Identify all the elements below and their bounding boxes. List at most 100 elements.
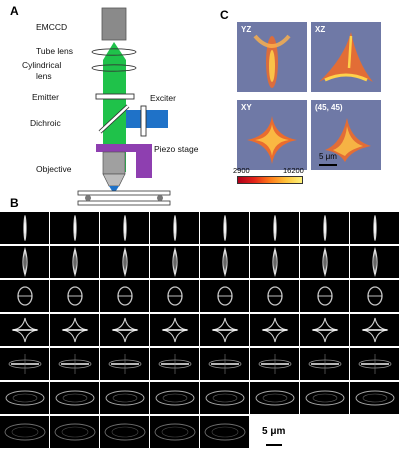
label-piezo-stage: Piezo stage [154, 144, 198, 154]
psf-image [100, 382, 149, 414]
psf-image [300, 314, 349, 346]
label-emccd: EMCCD [36, 22, 67, 32]
colorbar-min: 2900 [233, 166, 250, 175]
psf-image [50, 212, 99, 244]
psf-image [150, 212, 199, 244]
colorbar-max: 16200 [283, 166, 304, 175]
exciter-filter [141, 106, 146, 136]
panel-label-b: B [10, 196, 19, 210]
psf-image [350, 280, 399, 312]
grid-cell [0, 280, 49, 312]
grid-cell [150, 246, 199, 278]
panel-label-c: C [220, 8, 229, 22]
projection-label: XY [241, 103, 252, 112]
grid-cell [200, 382, 249, 414]
label-tube-lens: Tube lens [36, 46, 73, 56]
grid-cell [50, 280, 99, 312]
psf-image [250, 348, 299, 380]
psf-image [350, 314, 399, 346]
psf-image [150, 246, 199, 278]
grid-cell [150, 212, 199, 244]
projection-scale-bar-label: 5 μm [319, 152, 337, 161]
psf-image [350, 382, 399, 414]
projection-label: (45, 45) [315, 103, 343, 112]
grid-cell [200, 416, 249, 448]
grid-cell [300, 314, 349, 346]
grid-cell [250, 280, 299, 312]
sample-slide-bottom [78, 201, 170, 205]
grid-cell [300, 246, 349, 278]
grid-cell [100, 382, 149, 414]
psf-image [0, 246, 49, 278]
psf-image [200, 416, 249, 448]
psf-image [250, 246, 299, 278]
grid-cell [0, 212, 49, 244]
grid-cell [250, 348, 299, 380]
grid-cell [150, 314, 199, 346]
psf-image [0, 348, 49, 380]
label-objective: Objective [36, 164, 71, 174]
grid-cell [250, 212, 299, 244]
grid-cell [350, 348, 399, 380]
projection-scale-bar-line [319, 164, 337, 166]
psf-image [300, 246, 349, 278]
grid-cell [350, 212, 399, 244]
projection-yz: YZ [237, 22, 307, 92]
psf-image [100, 212, 149, 244]
psf-image [50, 246, 99, 278]
psf-image [150, 382, 199, 414]
grid-cell [300, 382, 349, 414]
grid-cell [50, 212, 99, 244]
grid-cell [300, 348, 349, 380]
grid-cell [50, 382, 99, 414]
psf-image [200, 280, 249, 312]
psf-image [200, 212, 249, 244]
psf-image [150, 314, 199, 346]
grid-cell [50, 416, 99, 448]
grid-cell [100, 280, 149, 312]
psf-image [0, 212, 49, 244]
psf-image [200, 246, 249, 278]
psf-image [250, 314, 299, 346]
spacer-left [85, 195, 91, 201]
optical-setup-diagram [0, 0, 220, 210]
piezo-stage-leg [136, 144, 152, 178]
psf-image [100, 416, 149, 448]
psf-image [300, 280, 349, 312]
grid-cell [100, 246, 149, 278]
projection-label: XZ [315, 25, 325, 34]
psf-image [50, 314, 99, 346]
grid-cell [150, 416, 199, 448]
grid-cell [350, 246, 399, 278]
emccd-camera [102, 8, 126, 40]
psf-image [300, 382, 349, 414]
projection-xy: XY [237, 100, 307, 170]
projection-label: YZ [241, 25, 251, 34]
grid-cell [350, 382, 399, 414]
grid-cell [0, 382, 49, 414]
grid-cell [250, 246, 299, 278]
spacer-right [157, 195, 163, 201]
grid-cell [250, 314, 299, 346]
grid-cell [200, 348, 249, 380]
grid-cell [0, 246, 49, 278]
psf-image [0, 314, 49, 346]
label-dichroic: Dichroic [30, 118, 61, 128]
psf-image [100, 348, 149, 380]
label-cylindrical-lens-line1: Cylindrical [22, 60, 61, 70]
grid-cell [200, 314, 249, 346]
colorbar [237, 176, 303, 184]
sample-slide-top [78, 191, 170, 195]
psf-image [200, 348, 249, 380]
grid-cell [200, 246, 249, 278]
objective-body [103, 152, 125, 174]
psf-image [300, 212, 349, 244]
psf-image [200, 382, 249, 414]
grid-cell [50, 314, 99, 346]
grid-cell [150, 280, 199, 312]
psf-image [100, 246, 149, 278]
grid-cell [0, 348, 49, 380]
psf-image [100, 280, 149, 312]
psf-image [250, 382, 299, 414]
psf-image [50, 416, 99, 448]
